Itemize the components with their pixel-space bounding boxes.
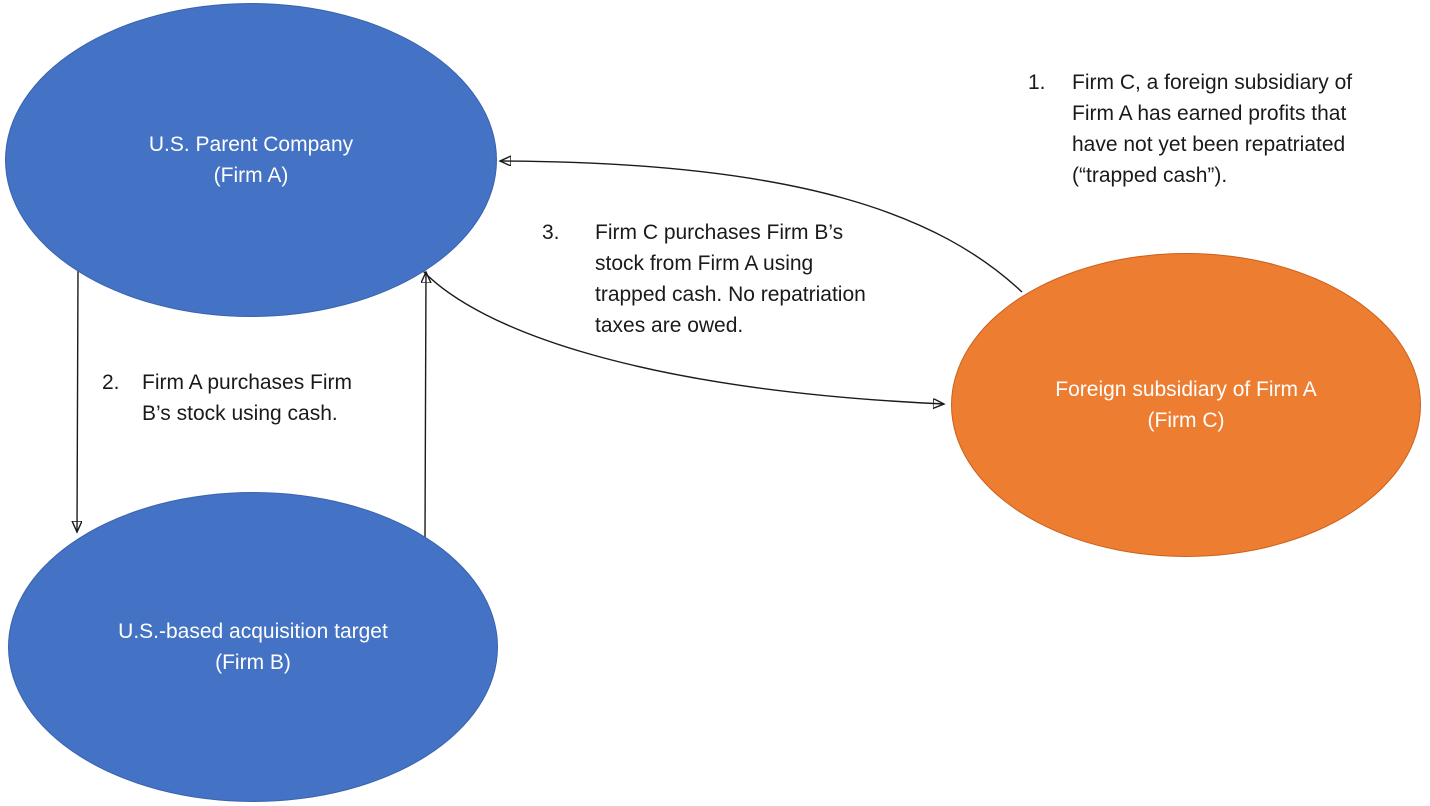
- node-sublabel: (Firm A): [213, 164, 289, 187]
- note-text: Firm A purchases Firm B’s stock using ca…: [142, 371, 353, 425]
- node-firm-a: U.S. Parent Company (Firm A): [5, 3, 497, 317]
- node-sublabel: (Firm C): [1147, 409, 1225, 432]
- note-step-1: 1. Firm C, a foreign subsidiary of Firm …: [1028, 67, 1352, 191]
- note-number: 2.: [102, 371, 120, 394]
- note-number: 1.: [1028, 71, 1046, 94]
- arrow-a-to-c: [422, 270, 944, 404]
- arrow-b-to-a: [425, 272, 426, 538]
- node-label: Foreign subsidiary of Firm A: [1055, 378, 1317, 401]
- arrow-a-to-b: [77, 270, 78, 532]
- note-step-2: 2. Firm A purchases Firm B’s stock using…: [102, 367, 352, 429]
- arrow-c-to-a: [500, 161, 1023, 293]
- node-firm-c: Foreign subsidiary of Firm A (Firm C): [951, 253, 1421, 557]
- note-text: Firm C, a foreign subsidiary of Firm A h…: [1072, 71, 1353, 187]
- note-text: Firm C purchases Firm B’s stock from Fir…: [595, 221, 866, 337]
- node-firm-b: U.S.-based acquisition target (Firm B): [8, 492, 498, 802]
- node-label: U.S.-based acquisition target: [118, 620, 388, 643]
- note-number: 3.: [542, 221, 560, 244]
- node-sublabel: (Firm B): [215, 651, 291, 674]
- note-step-3: 3. Firm C purchases Firm B’s stock from …: [542, 217, 866, 341]
- node-label: U.S. Parent Company: [148, 133, 354, 156]
